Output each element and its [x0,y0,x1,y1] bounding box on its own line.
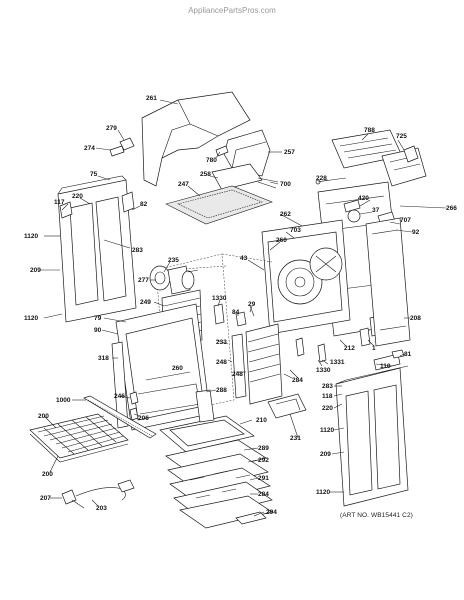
callout-261: 261 [146,95,157,102]
callout-206: 206 [138,415,149,422]
callout-labels: 261 279 274 780 257 788 725 75 247 258 7… [24,95,457,516]
callout-420: 420 [358,195,369,202]
callout-703: 703 [290,227,301,234]
callout-279: 279 [106,125,117,132]
callout-75: 75 [90,171,98,178]
callout-248-b: 248 [216,359,227,366]
callout-212: 212 [344,345,355,352]
callout-207: 207 [40,495,51,502]
part-oven-rack [29,413,129,463]
callout-292: 292 [258,457,269,464]
callout-203: 203 [96,505,107,512]
callout-1: 1 [372,345,376,352]
callout-266: 266 [446,205,457,212]
callout-258: 258 [200,171,211,178]
callout-284-right: 284 [292,377,303,384]
callout-117: 117 [54,199,65,206]
part-rack-guide-right [231,323,283,405]
callout-283-right: 283 [322,383,333,390]
callout-1120-top: 1120 [24,233,38,240]
callout-283: 283 [132,247,143,254]
part-fan-motor [149,265,199,295]
part-power-cord [61,479,135,509]
callout-262: 262 [280,211,291,218]
callout-288: 288 [216,387,227,394]
part-oven-cavity [111,303,211,431]
part-hinge [373,349,405,371]
callout-84: 84 [232,309,240,316]
callout-209-left: 209 [30,267,41,274]
callout-257: 257 [284,149,295,156]
callout-200-bottom: 200 [42,471,53,478]
part-small-clips [213,303,371,363]
callout-788: 788 [364,127,375,134]
callout-1120-right-mid: 1120 [320,427,334,434]
callout-248-a: 248 [232,371,243,378]
part-bottom-pan [159,389,255,453]
callout-200-top: 200 [38,413,49,420]
callout-260-mid: 260 [172,365,183,372]
callout-208: 208 [410,315,421,322]
callout-235: 235 [168,257,179,264]
part-control-board [331,129,427,187]
callout-1120-right-bottom: 1120 [316,489,330,496]
part-oven-back-wall [261,219,351,335]
callout-220: 220 [72,193,83,200]
callout-82: 82 [140,201,148,208]
callout-289: 289 [258,445,269,452]
callout-247: 247 [178,181,189,188]
callout-1000: 1000 [56,397,71,404]
part-bottom-bracket [267,393,307,419]
callout-79-left: 79 [94,315,102,322]
callout-249: 249 [140,299,151,306]
callout-209-right: 209 [320,451,331,458]
part-bracket [211,163,279,191]
callout-1331: 1331 [330,359,345,366]
part-side-panel-right [365,217,411,347]
part-sensor-clip [109,137,135,157]
callout-277: 277 [138,277,149,284]
part-top-panel [165,185,273,225]
callout-294: 294 [266,509,277,516]
callout-291: 291 [258,475,269,482]
callout-43: 43 [240,255,248,262]
art-number: (ART NO. WB15441 C2) [340,512,413,519]
callout-1120-left-bottom: 1120 [24,315,38,322]
callout-246: 246 [114,393,125,400]
callout-81: 81 [404,351,412,358]
callout-260-top: 260 [276,237,287,244]
leader-lines [40,99,447,517]
watermark: AppliancePartsPros.com [188,6,276,15]
callout-1330-top: 1330 [212,295,227,302]
callout-210: 210 [256,417,267,424]
part-inner-door-left [57,175,137,323]
callout-228: 228 [316,175,327,182]
callout-725: 725 [396,133,407,140]
callout-707: 707 [400,217,411,224]
callout-220-right: 220 [322,405,333,412]
callout-700: 700 [280,181,291,188]
callout-29: 29 [248,301,256,308]
callout-118: 118 [322,393,333,400]
callout-233: 233 [216,339,227,346]
callout-780: 780 [206,157,217,164]
part-gasket [83,395,157,439]
callout-231: 231 [290,435,301,442]
callout-1330-bottom: 1330 [316,367,331,374]
callout-284-mid: 284 [258,491,269,498]
callout-92: 92 [412,229,420,236]
part-outer-door-right [335,365,409,507]
part-top-cover [141,91,251,187]
callout-37: 37 [372,207,380,214]
part-bottom-plates [165,439,273,529]
callout-318: 318 [98,355,109,362]
callout-110: 110 [380,363,391,370]
callout-274: 274 [84,145,95,152]
callout-90: 90 [94,327,102,334]
